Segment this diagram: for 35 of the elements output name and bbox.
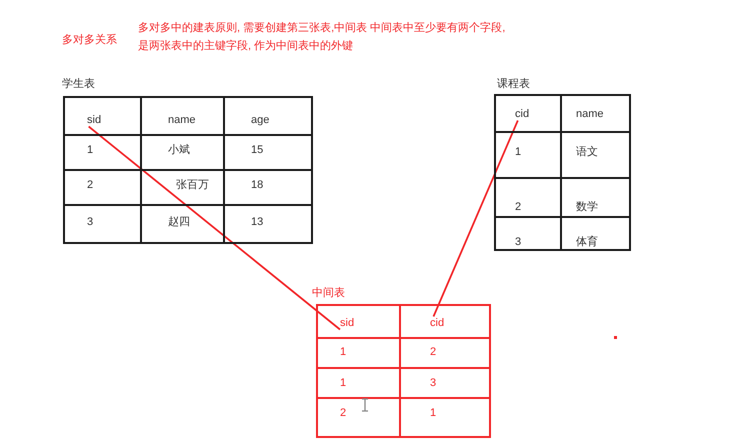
note-text: 多对多中的建表原则, 需要创建第三张表,中间表 中间表中至少要有两个字段,是两张表中的主键字段, 作为中间表中的外键 <box>138 20 506 54</box>
table-value: 3 <box>515 236 522 248</box>
table-value: 15 <box>251 144 264 156</box>
column-header: cid <box>515 108 530 120</box>
table-title: 中间表 <box>312 286 345 300</box>
column-header: sid <box>340 316 354 330</box>
table-value: 1 <box>87 144 94 156</box>
table-value: 18 <box>251 178 264 192</box>
table-value: 2 <box>430 346 436 358</box>
table-value: 1 <box>340 346 346 358</box>
table-value: 2 <box>87 178 94 192</box>
column-header: cid <box>430 316 444 330</box>
table-value: 体育 <box>576 236 598 248</box>
table-value: 1 <box>340 376 346 390</box>
table-value: 2 <box>340 406 346 420</box>
column-header: age <box>251 114 270 126</box>
table-value: 1 <box>515 146 522 158</box>
table-value: 语文 <box>576 146 598 158</box>
table-value: 张百万 <box>176 178 209 192</box>
diagram-title: 多对多关系 <box>62 32 117 48</box>
connector-line <box>88 126 341 330</box>
table-value: 小斌 <box>168 144 190 156</box>
table-title: 学生表 <box>62 77 95 91</box>
table-value: 13 <box>251 216 264 228</box>
table-value: 3 <box>87 216 94 228</box>
column-header: name <box>576 108 604 120</box>
table-value: 赵四 <box>168 216 190 228</box>
table-value: 1 <box>430 406 436 420</box>
table-title: 课程表 <box>497 77 530 91</box>
connector-line <box>432 120 519 317</box>
table-value: 3 <box>430 376 436 390</box>
table-value: 2 <box>515 200 522 214</box>
table-value: 数学 <box>576 200 598 214</box>
column-header: sid <box>87 114 102 126</box>
column-header: name <box>168 114 196 126</box>
